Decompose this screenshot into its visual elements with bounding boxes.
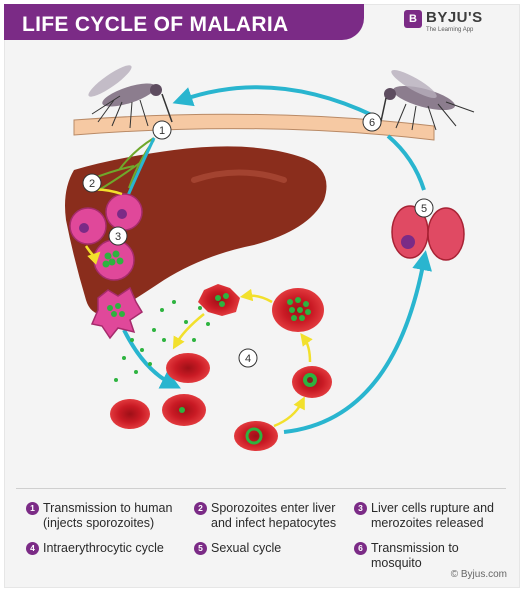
gametocyte-cell-1 xyxy=(391,205,429,259)
brand-logo-icon: B xyxy=(404,10,422,28)
arrow-hepatocyte-rupture xyxy=(84,245,101,265)
ruptured-hepatocyte xyxy=(90,286,144,340)
arrow-ring-to-trophozoite xyxy=(273,396,305,428)
page-title: LIFE CYCLE OF MALARIA xyxy=(22,13,289,36)
legend-text-3: Liver cells rupture and merozoites relea… xyxy=(371,501,494,530)
legend-num-6: 6 xyxy=(354,542,367,555)
step-label-6: 6 xyxy=(369,117,375,129)
arrow-sexual-cycle xyxy=(283,250,432,434)
step-label-5: 5 xyxy=(421,203,427,215)
step-marker-4: 4 xyxy=(238,348,258,368)
step-label-1: 1 xyxy=(159,125,165,137)
legend-text-1: Transmission to human (injects sporozoit… xyxy=(43,501,173,530)
arrow-schizont-to-rupture xyxy=(239,288,273,304)
step-marker-6: 6 xyxy=(362,112,382,132)
legend-num-1: 1 xyxy=(26,502,39,515)
legend-item-1: 1 Transmission to human (injects sporozo… xyxy=(26,501,172,531)
gametocyte-cell-2 xyxy=(427,207,465,261)
legend-item-2: 2 Sporozoites enter liver and infect hep… xyxy=(194,501,336,531)
legend: 1 Transmission to human (injects sporozo… xyxy=(16,488,506,579)
legend-text-2: Sporozoites enter liver and infect hepat… xyxy=(211,501,337,530)
arrow-trophozoite-to-schizont xyxy=(300,332,313,363)
step-marker-2: 2 xyxy=(82,173,102,193)
rbc-cell-3 xyxy=(162,394,206,426)
brand-name: BYJU'S xyxy=(426,9,483,26)
step-marker-5: 5 xyxy=(414,198,434,218)
mosquito-right-icon xyxy=(379,70,475,131)
life-cycle-diagram: 1 2 3 4 5 6 xyxy=(65,65,475,451)
rbc-schizont xyxy=(272,288,324,332)
legend-item-4: 4 Intraerythrocytic cycle xyxy=(26,541,164,556)
step-marker-1: 1 xyxy=(152,120,172,140)
rbc-trophozoite xyxy=(292,366,332,398)
liver-highlight xyxy=(191,169,287,183)
legend-text-6: Transmission to mosquito xyxy=(371,541,459,570)
legend-num-3: 3 xyxy=(354,502,367,515)
legend-num-5: 5 xyxy=(194,542,207,555)
rbc-ruptured xyxy=(198,284,240,316)
title-banner: LIFE CYCLE OF MALARIA xyxy=(4,4,364,40)
step-marker-3: 3 xyxy=(108,226,128,246)
legend-item-3: 3 Liver cells rupture and merozoites rel… xyxy=(354,501,494,531)
arrow-to-mosquito xyxy=(386,134,426,191)
arrow-mosquito-to-human xyxy=(172,85,375,118)
hepatocyte-2 xyxy=(105,193,143,231)
step-label-4: 4 xyxy=(245,353,251,365)
legend-num-2: 2 xyxy=(194,502,207,515)
step-label-2: 2 xyxy=(89,178,95,190)
rbc-cell-1 xyxy=(110,399,150,429)
rbc-cell-2 xyxy=(166,353,210,383)
legend-num-4: 4 xyxy=(26,542,39,555)
step-label-3: 3 xyxy=(115,231,121,243)
legend-item-5: 5 Sexual cycle xyxy=(194,541,281,556)
arrow-merozoites-to-blood xyxy=(122,329,181,389)
copyright-footer: © Byjus.com xyxy=(450,569,507,580)
hepatocyte-1 xyxy=(69,207,107,245)
legend-text-5: Sexual cycle xyxy=(211,541,282,555)
brand-tagline: The Learning App xyxy=(426,27,474,33)
skin-layer xyxy=(73,113,435,141)
arrow-rupture-to-reinfect xyxy=(172,313,205,350)
infected-hepatocyte xyxy=(93,239,135,281)
rbc-ring-stage xyxy=(234,421,278,451)
mosquito-left-icon xyxy=(88,65,173,129)
legend-text-4: Intraerythrocytic cycle xyxy=(43,541,164,555)
legend-item-6: 6 Transmission to mosquito xyxy=(354,541,459,571)
brand-logo: B BYJU'S The Learning App xyxy=(404,9,514,40)
